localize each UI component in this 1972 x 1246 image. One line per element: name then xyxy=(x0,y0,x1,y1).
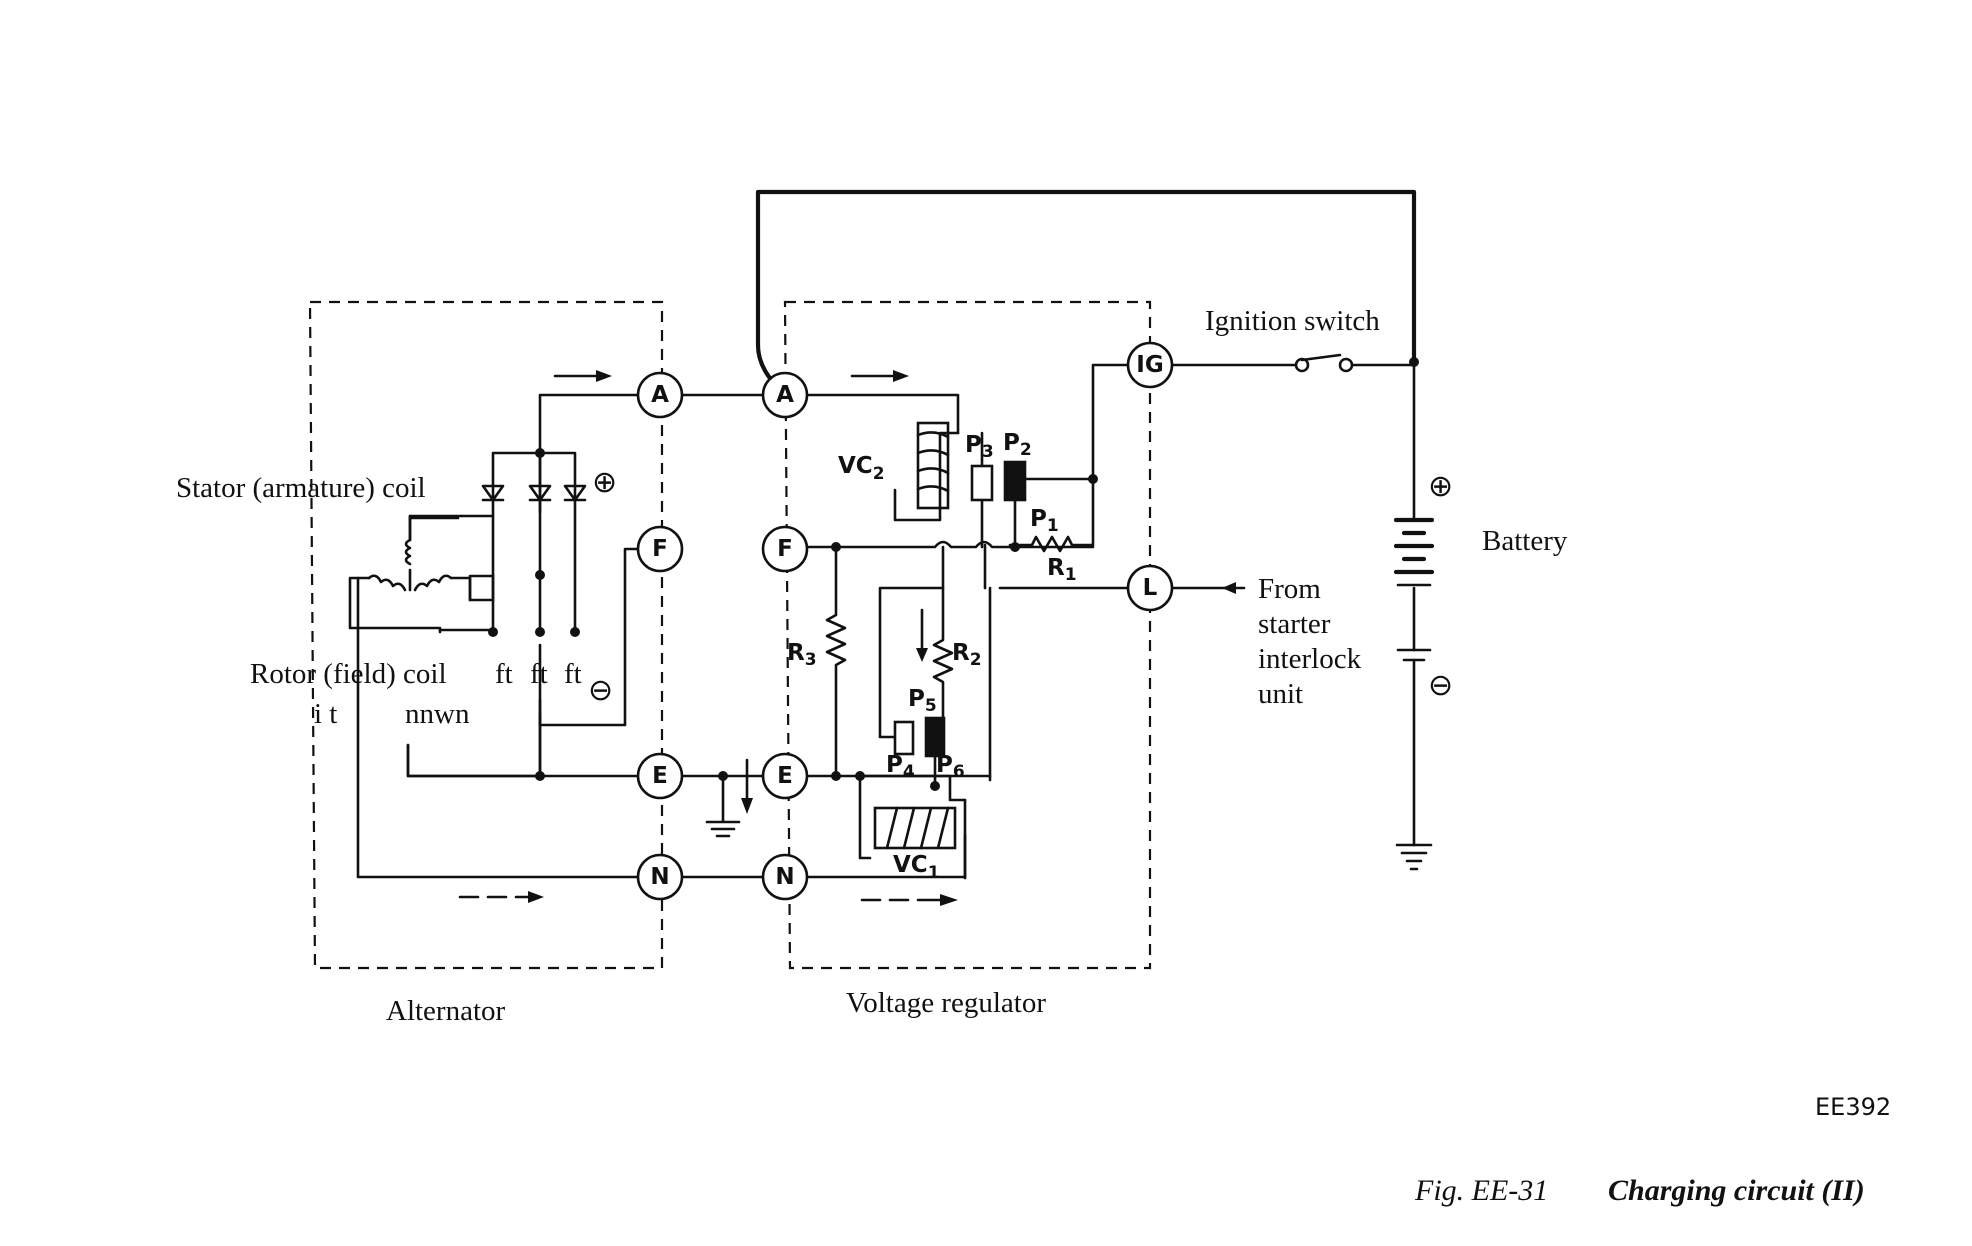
battery-plus-icon: ⊕ xyxy=(1428,470,1453,503)
vc2-coil xyxy=(916,421,950,510)
terminal-reg-f: F xyxy=(761,525,809,573)
terminal-alt-n: N xyxy=(636,853,684,901)
rotor-artifact-text-4: i t xyxy=(314,698,337,730)
battery-label: Battery xyxy=(1482,525,1568,557)
rotor-artifact-text-2: ft xyxy=(530,658,548,690)
p-group-wire xyxy=(878,543,992,782)
svg-text:N: N xyxy=(775,864,794,890)
r2-adjust-arrowhead xyxy=(916,648,928,662)
alternator-label: Alternator xyxy=(386,995,506,1027)
r3-resistor xyxy=(825,545,847,778)
rotor-artifact-text-5: nnwn xyxy=(405,698,470,730)
reg-f-wire xyxy=(805,540,1095,549)
svg-text:F: F xyxy=(652,536,668,562)
stator-leads xyxy=(408,514,464,542)
battery-feed-wire xyxy=(755,189,1417,395)
svg-text:E: E xyxy=(777,763,793,789)
ground-symbol-battery xyxy=(1395,843,1433,871)
svg-text:F: F xyxy=(777,536,793,562)
from-starter-line-4: unit xyxy=(1258,678,1303,710)
r2-label: R2 xyxy=(952,640,982,670)
rotor-coil-label: Rotor (field) coil xyxy=(250,658,447,690)
flow-arrow-alt-a xyxy=(553,370,612,382)
terminal-alt-f: F xyxy=(636,525,684,573)
voltage-regulator-label: Voltage regulator xyxy=(846,987,1046,1019)
flow-arrow-alt-n xyxy=(458,891,544,903)
stator-phase-b xyxy=(468,574,495,602)
terminal-reg-n: N xyxy=(761,853,809,901)
figure-caption-prefix: Fig. EE-31 xyxy=(1414,1174,1548,1207)
vc1-wire xyxy=(858,774,967,880)
flow-arrow-from-starter xyxy=(1222,582,1246,594)
e-line-wire xyxy=(406,643,992,778)
svg-text:A: A xyxy=(776,382,794,408)
svg-text:L: L xyxy=(1143,575,1158,601)
diode-2 xyxy=(528,484,552,502)
r2-resistor xyxy=(932,545,954,722)
terminal-ig: IG xyxy=(1126,341,1174,389)
p6-label: P6 xyxy=(936,752,965,782)
from-starter-line-3: interlock xyxy=(1258,643,1362,675)
p2-label: P2 xyxy=(1003,430,1032,460)
ignition-switch-label: Ignition switch xyxy=(1205,305,1380,337)
vc1-label: VC1 xyxy=(893,852,940,883)
stator-coil-label: Stator (armature) coil xyxy=(176,472,426,504)
rectifier-bridge xyxy=(491,451,577,634)
terminal-reg-e: E xyxy=(761,752,809,800)
figure-caption-title: Charging circuit (II) xyxy=(1608,1174,1865,1207)
svg-text:A: A xyxy=(651,382,669,408)
p4-contact xyxy=(893,720,915,756)
from-starter-line-2: starter xyxy=(1258,608,1331,640)
terminal-reg-a: A xyxy=(761,371,809,419)
figure-code: EE392 xyxy=(1815,1093,1891,1121)
flow-arrow-reg-n xyxy=(860,894,958,906)
rotor-artifact-text-3: ft xyxy=(564,658,582,690)
stator-to-bridge xyxy=(408,516,460,522)
flow-arrow-ground xyxy=(741,758,753,814)
regulator-enclosure xyxy=(783,300,1152,970)
stator-coil xyxy=(348,514,495,634)
ground-symbol-e xyxy=(705,774,741,838)
rectifier-minus-icon: ⊖ xyxy=(588,674,613,707)
p1-label: P1 xyxy=(1030,506,1059,536)
p2-wire xyxy=(1013,477,1095,549)
r3-label: R3 xyxy=(787,640,817,670)
r1-resistor xyxy=(1008,363,1129,553)
terminal-l: L xyxy=(1126,564,1174,612)
rectifier-plus-icon: ⊕ xyxy=(592,466,617,499)
junction-dots xyxy=(488,357,1419,791)
terminal-alt-a: A xyxy=(636,371,684,419)
terminal-alt-e: E xyxy=(636,752,684,800)
vc2-label: VC2 xyxy=(838,453,885,484)
from-starter-line-1: From xyxy=(1258,573,1321,605)
svg-text:N: N xyxy=(650,864,669,890)
p4-label: P4 xyxy=(886,752,915,782)
svg-text:IG: IG xyxy=(1136,352,1163,378)
ignition-switch-symbol xyxy=(1294,353,1354,373)
alternator-enclosure xyxy=(308,300,664,970)
vc2-coil-wire xyxy=(893,431,960,522)
flow-arrow-reg-a xyxy=(850,370,909,382)
r1-label: R1 xyxy=(1047,555,1077,585)
p3-label: P3 xyxy=(965,432,994,462)
p3-contact xyxy=(970,464,994,502)
stator-phase-c xyxy=(438,628,495,634)
svg-text:E: E xyxy=(652,763,668,789)
diode-3 xyxy=(563,484,587,502)
p2-contact xyxy=(1003,460,1027,502)
p5-label: P5 xyxy=(908,686,937,716)
battery-minus-icon: ⊖ xyxy=(1428,669,1453,702)
rotor-artifact-text-1: ft xyxy=(495,658,513,690)
vc1-coil xyxy=(873,806,957,850)
p6-contact xyxy=(924,716,946,758)
diode-1 xyxy=(481,484,505,502)
e-to-vc1 xyxy=(858,774,967,802)
battery-symbol xyxy=(1393,517,1435,662)
